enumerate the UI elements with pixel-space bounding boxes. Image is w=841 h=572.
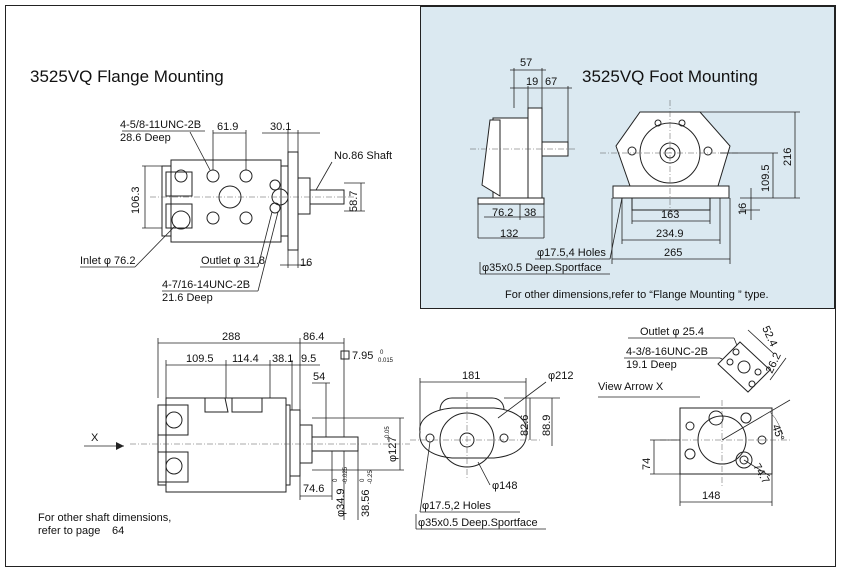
dim-16-flange: 16: [300, 257, 312, 269]
view-arrow-label: View Arrow X: [598, 381, 664, 393]
dim-82-6: 82.6: [519, 415, 531, 436]
front-flange-view: 181 φ212 82.6 88.9 φ148 φ17.5,2 Holes φ3…: [410, 370, 574, 530]
dim-38-56-tol-top: 0: [360, 478, 366, 482]
key-symbol: [340, 350, 350, 360]
flange-title: 3525VQ Flange Mounting: [30, 67, 224, 86]
dim-34-9-tol-top: 0: [333, 478, 339, 482]
outlet-callout: Outlet φ 31.8: [201, 255, 265, 267]
key-width: 7.95: [352, 350, 373, 362]
dim-30-1: 30.1: [270, 121, 291, 133]
foot-title: 3525VQ Foot Mounting: [582, 67, 758, 86]
dim-234-9: 234.9: [656, 228, 684, 240]
dim-109-5: 109.5: [760, 164, 772, 192]
dim-61-9: 61.9: [217, 121, 238, 133]
dim-19: 19: [526, 76, 538, 88]
inlet-callout: Inlet φ 76.2: [80, 255, 135, 267]
dim-88-9: 88.9: [541, 415, 553, 436]
side-elevation-view: 288 86.4 109.5 114.4 38.1 9.5 7.95 0 0.0…: [38, 331, 410, 537]
dim-16-foot: 16: [737, 203, 749, 215]
foot-spotface-callout: φ35x0.5 Deep.Sportface: [482, 262, 602, 274]
dim-288: 288: [222, 331, 240, 343]
dim-132: 132: [500, 228, 518, 240]
dim-74: 74: [641, 458, 653, 470]
key-tol-lower: 0.015: [378, 358, 394, 364]
dim-265: 265: [664, 247, 682, 259]
dim-127: φ127: [387, 437, 399, 463]
view-x-label: X: [91, 432, 99, 444]
flange-mounting-view: 3525VQ Flange Mounting 4-5/8-11UNC-2B 28…: [30, 67, 392, 304]
shaft-note-line1: For other shaft dimensions,: [38, 512, 171, 524]
dim-58-7: 58.7: [348, 191, 360, 212]
dim-76-2: 76.2: [492, 207, 513, 219]
dim-34-9: φ34.9: [335, 488, 347, 517]
dim-74-6: 74.6: [303, 483, 324, 495]
bottom-thread-callout: 4-7/16-14UNC-2B: [162, 279, 250, 291]
bottom-holes-callout: φ17.5,2 Holes: [422, 500, 491, 512]
shaft-label: No.86 Shaft: [334, 150, 392, 162]
flange-thread-callout: 4-5/8-11UNC-2B: [120, 119, 201, 131]
bottom-depth-callout: 21.6 Deep: [162, 292, 213, 304]
dim-109-5-bottom: 109.5: [186, 353, 214, 365]
dim-163: 163: [661, 209, 679, 221]
dim-148-dia: φ148: [492, 480, 518, 492]
dim-9-5: 9.5: [301, 353, 316, 365]
dim-54: 54: [313, 371, 325, 383]
key-tol-upper: 0: [380, 350, 384, 356]
foot-note: For other dimensions,refer to “Flange Mo…: [505, 289, 769, 301]
dim-114-4: 114.4: [232, 353, 259, 365]
dim-86-4: 86.4: [303, 331, 324, 343]
dim-38-56: 38.56: [360, 489, 372, 517]
foot-mounting-view: 3525VQ Foot Mounting 57 19 67 216: [470, 57, 800, 301]
shaft-note-line2: refer to page: [38, 525, 100, 537]
foot-holes-callout: φ17.5,4 Holes: [537, 247, 606, 259]
shaft-note-page: 64: [112, 525, 124, 537]
outlet-25-4: Outlet φ 25.4: [640, 326, 704, 338]
dim-106-3: 106.3: [130, 186, 142, 214]
dim-148: 148: [702, 490, 720, 502]
dim-212: φ212: [548, 370, 574, 382]
outlet-thread: 4-3/8-16UNC-2B: [626, 346, 708, 358]
dim-67: 67: [545, 76, 557, 88]
dim-38-1: 38.1: [272, 353, 293, 365]
bottom-spotface-callout: φ35x0.5 Deep.Sportface: [418, 517, 538, 529]
dim-38: 38: [524, 207, 536, 219]
dim-57: 57: [520, 57, 532, 69]
dim-34-9-tol-bottom: -0.025: [343, 466, 349, 484]
dim-181: 181: [462, 370, 480, 382]
outlet-depth: 19.1 Deep: [626, 359, 677, 371]
dim-38-56-tol-bottom: -0.25: [368, 470, 374, 484]
dim-127-tol: -0.05: [385, 426, 391, 440]
dim-216: 216: [782, 148, 794, 166]
flange-depth-callout: 28.6 Deep: [120, 132, 171, 144]
